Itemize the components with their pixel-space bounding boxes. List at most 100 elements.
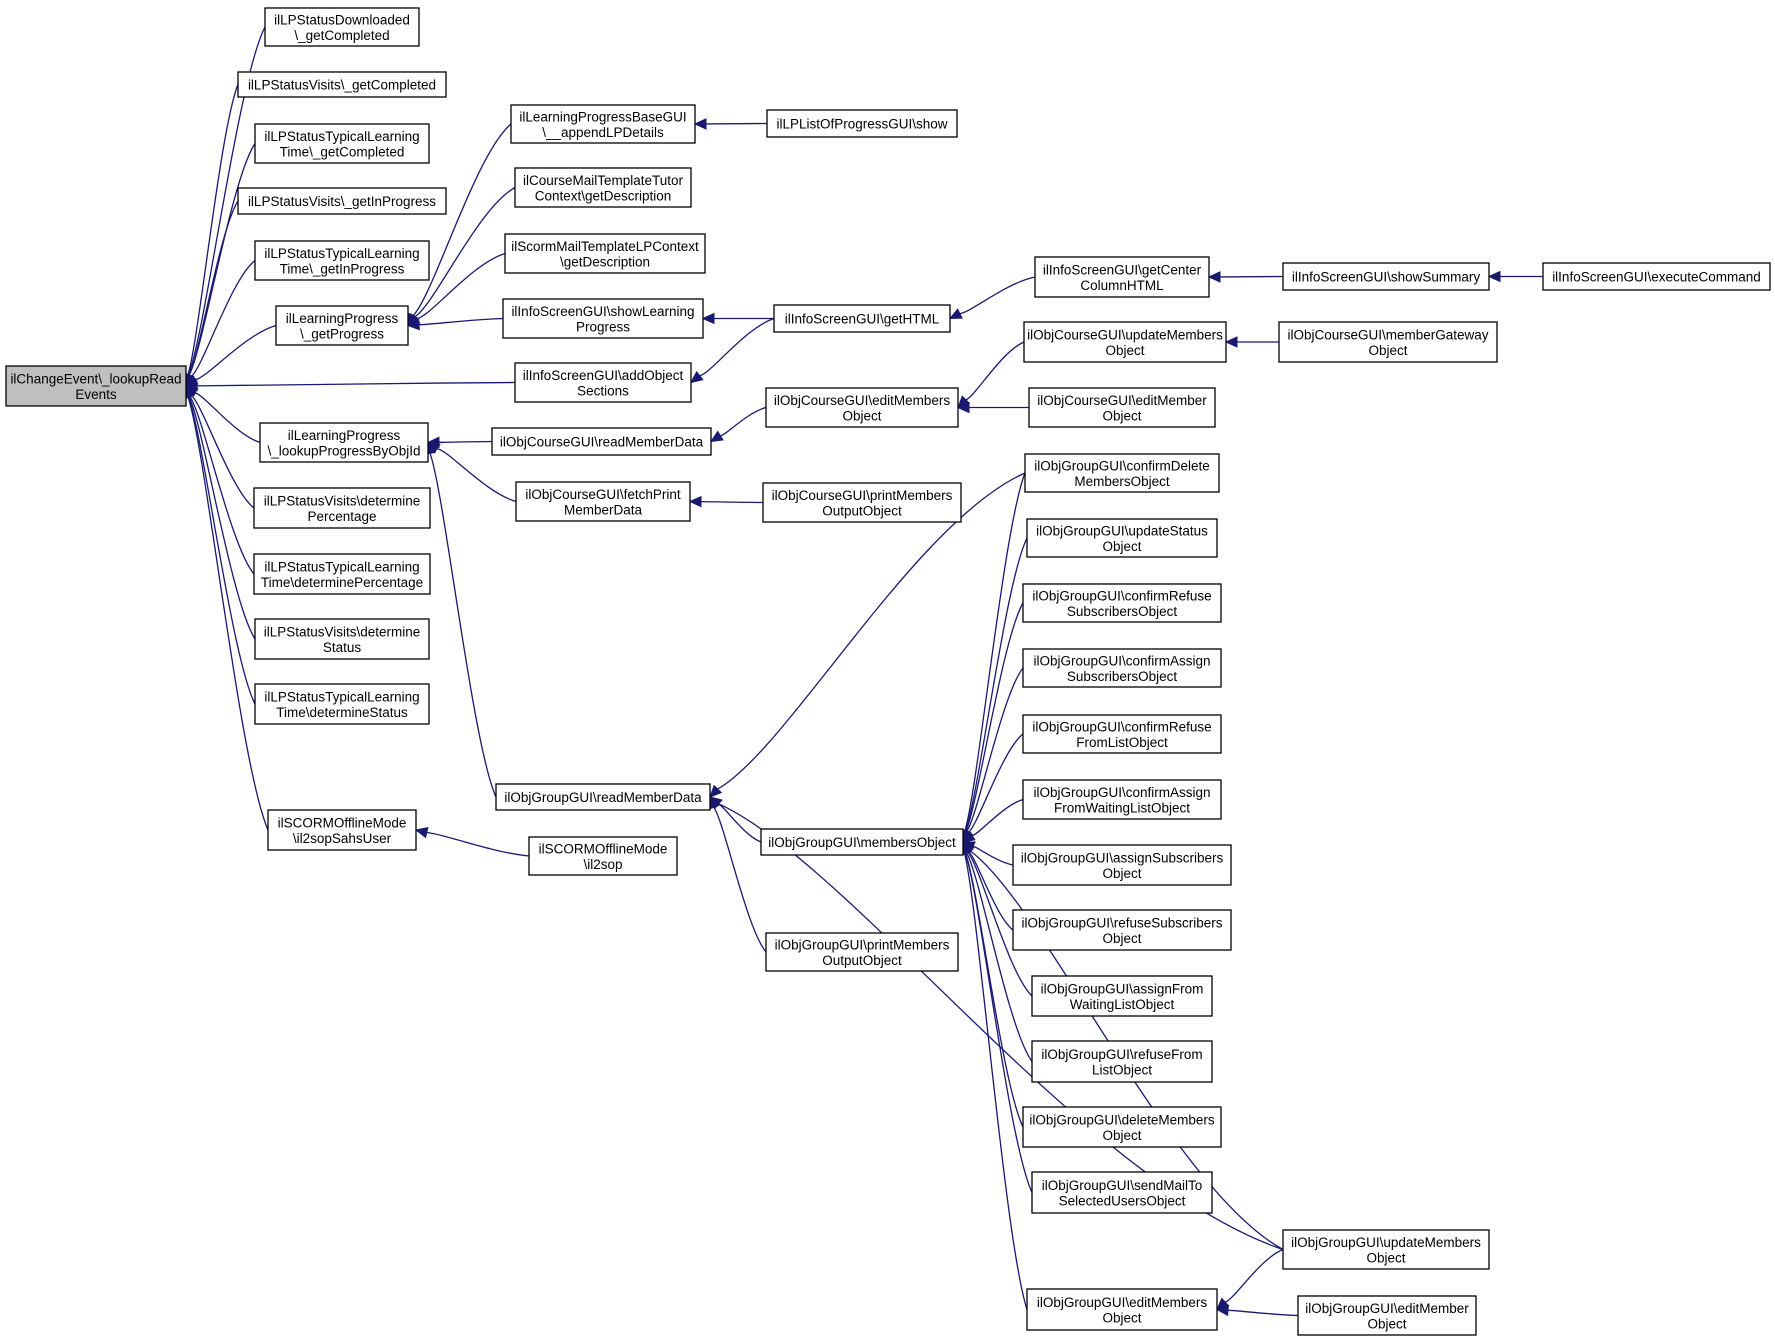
node-label: ilObjCourseGUI\editMember <box>1037 393 1207 408</box>
node-box <box>1022 1106 1222 1148</box>
call-edge <box>424 441 497 798</box>
arrowhead <box>690 370 704 384</box>
call-edge <box>962 798 1024 843</box>
call-edge <box>693 118 768 130</box>
node-label: ListObject <box>1092 1062 1152 1077</box>
function-node: ilObjGroupGUI\membersObject <box>760 828 964 856</box>
node-box <box>267 809 417 851</box>
node-label: ilCourseMailTemplateTutor <box>523 173 684 188</box>
node-label: WaitingListObject <box>1070 997 1175 1012</box>
node-label: MembersObject <box>1074 474 1170 489</box>
edge-line <box>964 472 1026 832</box>
node-label: ilObjGroupGUI\refuseSubscribers <box>1021 915 1222 930</box>
edge-line <box>966 667 1024 832</box>
call-edge <box>959 472 1026 844</box>
arrowhead <box>1215 1304 1229 1317</box>
node-box <box>1297 1295 1477 1336</box>
function-node: ilCourseMailTemplateTutorContext\getDesc… <box>514 167 692 208</box>
node-label: \il2sopSahsUser <box>293 831 392 846</box>
arrowhead <box>709 784 723 798</box>
call-edge <box>185 259 256 388</box>
node-box <box>510 104 696 144</box>
node-box <box>264 7 420 47</box>
node-label: Sections <box>577 383 629 398</box>
node-label: ilObjGroupGUI\editMembers <box>1037 1295 1208 1310</box>
edge-line <box>959 276 1036 315</box>
node-label: ilObjGroupGUI\confirmAssign <box>1033 653 1210 668</box>
arrowhead <box>688 495 702 508</box>
node-box <box>502 298 704 339</box>
node-label: ilLPStatusTypicalLearning <box>264 129 419 144</box>
node-box <box>254 618 430 660</box>
node-box <box>1282 1229 1490 1270</box>
node-label: \il2sop <box>583 857 622 872</box>
arrowhead <box>414 826 429 839</box>
arrowhead <box>1224 336 1238 348</box>
edge-line <box>964 852 1033 1193</box>
node-label: ilLPStatusVisits\determine <box>264 493 421 508</box>
node-box <box>1031 1171 1213 1214</box>
node-box <box>762 482 962 523</box>
edge-line <box>188 396 256 640</box>
node-label: ilLPStatusDownloaded <box>274 12 410 27</box>
node-label: ilObjCourseGUI\memberGateway <box>1287 327 1488 342</box>
node-label: OutputObject <box>822 503 902 518</box>
function-node: ilLPStatusTypicalLearningTime\_getComple… <box>254 123 430 164</box>
function-node: ilInfoScreenGUI\getHTML <box>773 304 951 333</box>
node-label: Time\_getCompleted <box>280 144 405 159</box>
edge-line <box>187 396 269 831</box>
node-box <box>1023 321 1227 363</box>
node-label: ilSCORMOfflineMode <box>278 815 407 830</box>
node-box <box>1031 1040 1213 1083</box>
edge-line <box>963 852 1028 1310</box>
function-node: ilObjGroupGUI\sendMailToSelectedUsersObj… <box>1031 1171 1213 1214</box>
function-node: ilLPStatusTypicalLearningTime\determineS… <box>254 683 430 725</box>
node-label: Object <box>1366 1250 1405 1265</box>
node-box <box>237 187 447 215</box>
call-edge <box>182 384 269 831</box>
node-label: ilObjGroupGUI\editMember <box>1305 1301 1469 1316</box>
node-box <box>1022 714 1222 754</box>
function-node: ilObjGroupGUI\confirmAssignFromWaitingLi… <box>1022 779 1222 820</box>
node-label: ilLPListOfProgressGUI\show <box>776 117 947 132</box>
node-label: ilInfoScreenGUI\showLearning <box>511 304 694 319</box>
node-label: \_getProgress <box>300 326 384 341</box>
arrowhead <box>406 318 420 331</box>
node-label: Context\getDescription <box>535 188 672 203</box>
node-box <box>253 553 431 595</box>
node-label: ilLearningProgressBaseGUI <box>519 109 686 124</box>
edge-line <box>414 186 516 318</box>
edge-line <box>965 852 1033 1062</box>
edge-line <box>188 200 239 376</box>
call-edge <box>956 401 1029 414</box>
node-label: ilLearningProgress <box>288 428 401 443</box>
arrowhead <box>1207 271 1221 283</box>
function-node: ilLPStatusDownloaded\_getCompleted <box>264 7 420 47</box>
edge-line <box>965 602 1024 832</box>
edge-line <box>190 395 255 509</box>
edge-line <box>436 447 517 503</box>
edge-line <box>720 406 767 437</box>
edge-line <box>438 440 493 443</box>
arrowhead <box>962 841 975 855</box>
node-label: ilChangeEvent\_lookupRead <box>10 371 181 386</box>
call-edge <box>1207 271 1284 283</box>
call-edge <box>688 495 764 508</box>
node-label: Events <box>75 387 117 402</box>
node-label: ilObjCourseGUI\printMembers <box>772 488 953 503</box>
node-label: ilLPStatusVisits\determine <box>264 624 421 639</box>
edge-line <box>189 395 255 575</box>
edge-line <box>194 392 261 444</box>
edge-line <box>972 845 1014 866</box>
arrowhead <box>956 401 970 414</box>
